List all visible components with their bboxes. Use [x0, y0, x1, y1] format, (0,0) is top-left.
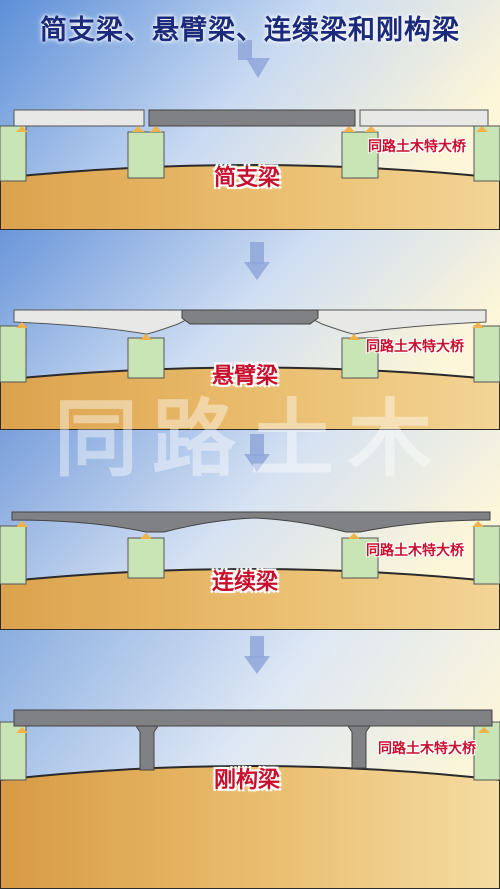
- bearing: [343, 126, 355, 132]
- bearing: [150, 126, 162, 132]
- bridge-name-label: 同路土木特大桥: [366, 543, 464, 559]
- down-arrow-icon: [244, 262, 270, 280]
- beam-type-label: 简支梁: [214, 166, 281, 191]
- pier-left: [127, 537, 165, 579]
- pier-left: [127, 131, 165, 179]
- panel-continuous-beam: 连续梁 同路土木特大桥: [0, 430, 500, 630]
- bearing: [348, 334, 360, 340]
- bearing: [132, 126, 144, 132]
- abutment-right: [473, 325, 500, 383]
- pier-right: [341, 337, 379, 379]
- simple-beam-diagram: [0, 0, 500, 230]
- panel-simple-beam: 简支梁、悬臂梁、连续梁和刚构梁 简支梁 同路土木特大桥: [0, 0, 500, 230]
- panel-cantilever-beam: 悬臂梁 同路土木特大桥: [0, 230, 500, 430]
- beam-span-1: [13, 109, 145, 127]
- bearing: [16, 521, 28, 527]
- bearing: [476, 126, 488, 132]
- continuous-beam-diagram: [0, 430, 500, 630]
- bearing: [140, 533, 152, 539]
- bearing: [16, 322, 28, 328]
- rigid-frame-leg-left: [135, 725, 159, 771]
- bearing: [472, 322, 484, 328]
- bearing: [348, 533, 360, 539]
- cantilever-beam-diagram: [0, 230, 500, 430]
- beam-span-3: [359, 109, 489, 127]
- beam-type-label: 悬臂梁: [212, 364, 279, 389]
- bridge-name-label: 同路土木特大桥: [366, 339, 464, 355]
- abutment-left: [0, 525, 27, 585]
- rigid-frame-deck: [13, 709, 493, 727]
- rigid-frame-diagram: [0, 630, 500, 889]
- pier-left: [127, 337, 165, 379]
- beam-type-label: 连续梁: [212, 570, 279, 595]
- beam-span-2: [148, 109, 356, 127]
- abutment-right: [473, 125, 500, 182]
- continuous-girder: [11, 511, 491, 533]
- down-arrow-icon: [246, 58, 270, 78]
- down-arrow-icon: [244, 454, 270, 472]
- bridge-name-label: 同路土木特大桥: [368, 139, 466, 155]
- rigid-frame-leg-right: [347, 725, 371, 769]
- bridge-name-label: 同路土木特大桥: [378, 741, 476, 757]
- abutment-right: [473, 525, 500, 585]
- pier-right: [341, 131, 379, 179]
- cantilever-arm-right: [313, 309, 487, 335]
- suspended-span: [181, 309, 319, 325]
- cantilever-arm-left: [13, 309, 187, 335]
- bearing: [365, 126, 377, 132]
- panel-rigid-frame-beam: 刚构梁 同路土木特大桥: [0, 630, 500, 889]
- page-title: 简支梁、悬臂梁、连续梁和刚构梁: [40, 15, 460, 46]
- bearing: [140, 334, 152, 340]
- beam-type-label: 刚构梁: [214, 768, 281, 793]
- down-arrow-icon: [244, 656, 270, 674]
- pier-right: [341, 537, 379, 579]
- abutment-left: [0, 325, 27, 383]
- abutment-left: [0, 125, 27, 182]
- bearing: [478, 727, 490, 733]
- bearing: [16, 727, 28, 733]
- bearing: [472, 521, 484, 527]
- bearing: [16, 126, 28, 132]
